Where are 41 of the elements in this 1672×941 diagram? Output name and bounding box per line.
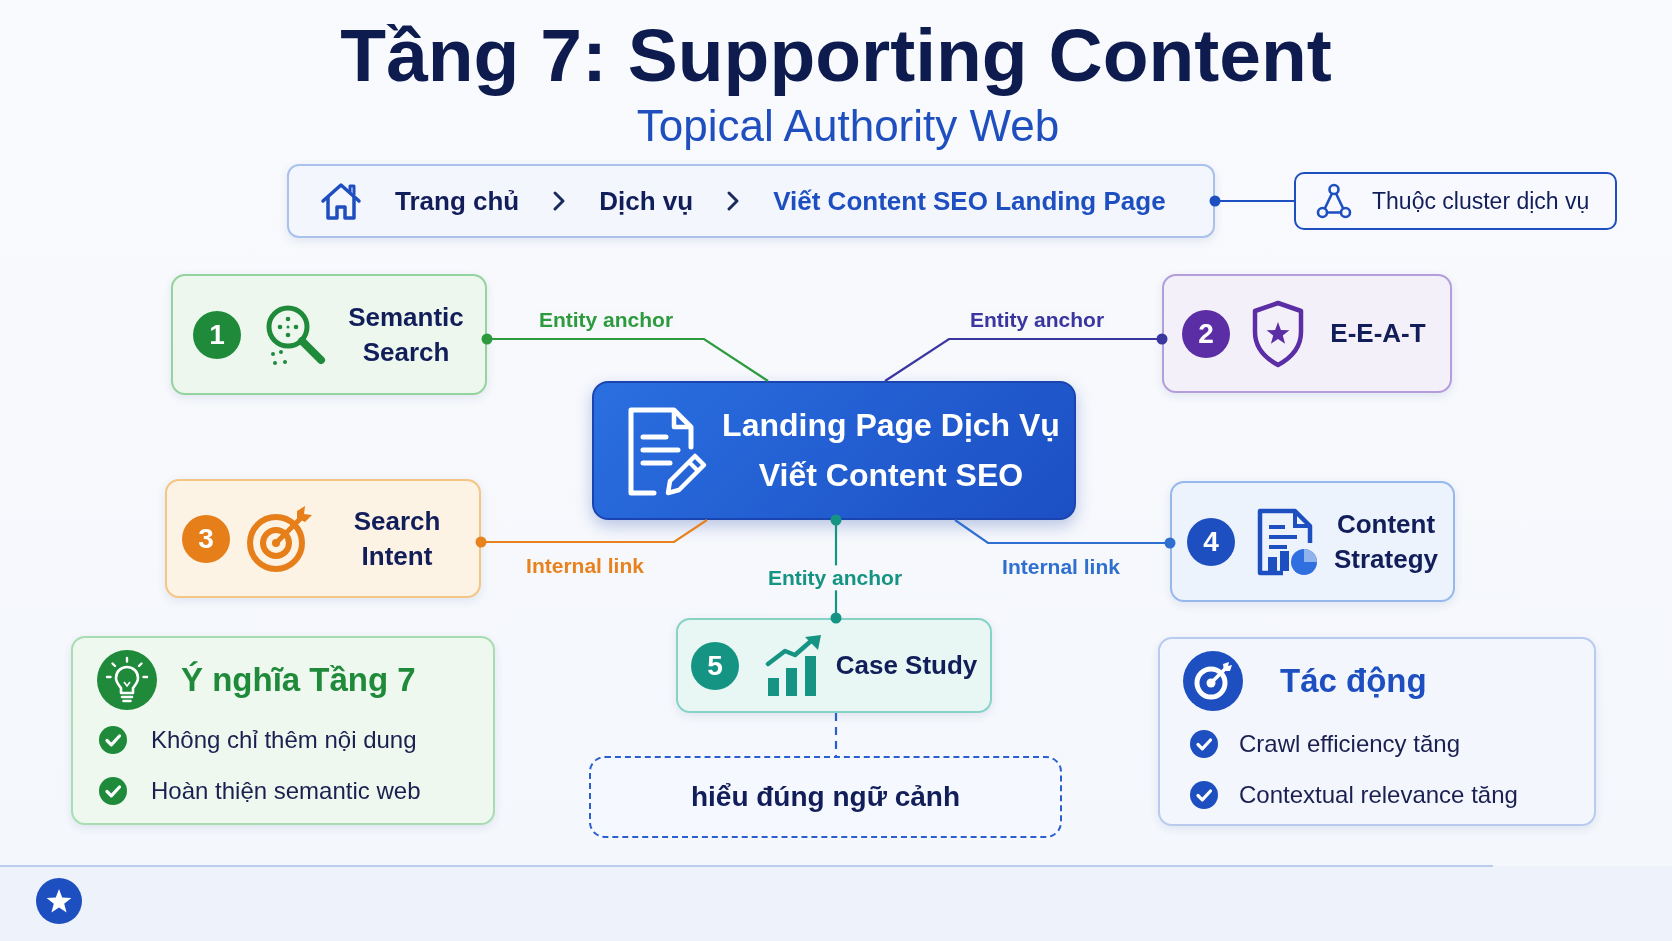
bullet-text: Hoàn thiện semantic web (151, 777, 421, 805)
panel-heading: Ý nghĩa Tầng 7 (181, 661, 416, 699)
card-title: Content Strategy (1333, 508, 1438, 576)
connector-line (1209, 195, 1294, 207)
title: Tầng 7: Supporting Content (340, 13, 1332, 97)
cluster-tag (1294, 172, 1617, 230)
card-title: E-E-A-T (1330, 317, 1426, 351)
topic-card (171, 274, 487, 395)
panel-heading: Tác động (1280, 662, 1427, 700)
connector-line (475, 519, 708, 548)
topic-card (676, 618, 992, 713)
bullet-text: Contextual relevance tăng (1239, 781, 1518, 809)
card-title: Case Study (835, 649, 978, 683)
bullet-text: Crawl efficiency tăng (1239, 730, 1460, 758)
breadcrumb-item: Viết Content SEO Landing Page (773, 185, 1166, 217)
step-number-badge: 2 (1182, 309, 1230, 358)
breadcrumb-item: Trang chủ (395, 185, 520, 217)
step-number-badge: 4 (1187, 517, 1235, 566)
breadcrumb-item: Dịch vụ (599, 185, 694, 217)
connector-line (954, 519, 1176, 549)
card-title: Semantic Search (348, 301, 464, 369)
topic-card (1162, 274, 1452, 393)
subtitle: Topical Authority Web (636, 99, 1060, 152)
dashed-callout-box (589, 756, 1062, 838)
info-panel (1158, 637, 1596, 826)
main-topic-card (592, 381, 1076, 520)
step-number-badge: 5 (691, 641, 739, 690)
main-title: Landing Page Dịch Vụ Viết Content SEO (721, 405, 1061, 495)
step-number-badge: 3 (182, 514, 230, 563)
topic-card (1170, 481, 1455, 602)
info-panel (71, 636, 495, 825)
card-title: Search Intent (353, 505, 441, 573)
step-number-badge: 1 (193, 310, 241, 359)
connector-line (834, 713, 838, 756)
connector-line (884, 333, 1168, 382)
callout-text: hiểu đúng ngữ cảnh (690, 781, 961, 813)
bullet-text: Không chỉ thêm nội dung (151, 726, 417, 754)
topic-card (165, 479, 481, 598)
connector-line (481, 333, 769, 382)
cluster-label: Thuộc cluster dịch vụ (1372, 187, 1590, 215)
breadcrumb-bar (287, 164, 1215, 238)
